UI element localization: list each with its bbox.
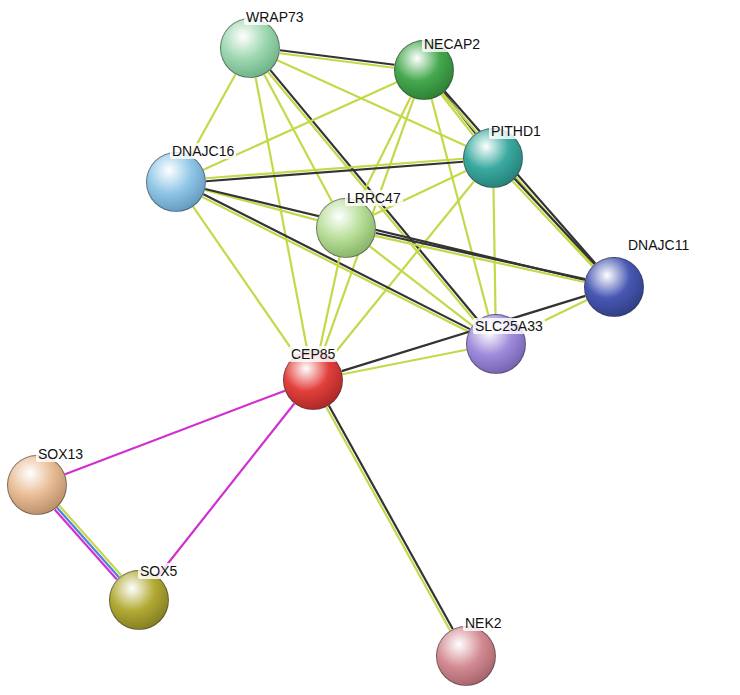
- interaction-edge: [512, 179, 594, 266]
- protein-node: CEP85: [283, 350, 343, 410]
- node-label: NEK2: [463, 615, 504, 631]
- interaction-edge: [342, 350, 466, 374]
- interaction-edge: [202, 194, 470, 332]
- evidence-line: [326, 407, 450, 631]
- interaction-edge: [342, 296, 586, 371]
- node-label: DNAJC11: [626, 237, 691, 253]
- evidence-line: [203, 194, 469, 329]
- node-label: SLC25A33: [473, 318, 545, 334]
- interaction-edge: [205, 190, 317, 220]
- interaction-edge: [370, 246, 473, 325]
- evidence-line: [319, 257, 339, 350]
- evidence-line: [512, 181, 592, 266]
- node-label: SOX5: [138, 563, 179, 579]
- node-label: SOX13: [36, 446, 85, 462]
- evidence-line: [342, 296, 586, 371]
- evidence-line: [280, 50, 394, 64]
- protein-node: PITHD1: [463, 128, 523, 188]
- protein-node: SLC25A33: [466, 314, 526, 374]
- interaction-edge: [359, 97, 410, 201]
- interaction-edge: [319, 257, 339, 350]
- evidence-line: [342, 350, 466, 374]
- node-label: CEP85: [289, 346, 337, 362]
- protein-node: NEK2: [436, 626, 496, 686]
- protein-node: LRRC47: [316, 198, 376, 258]
- evidence-line: [206, 162, 463, 181]
- evidence-line: [515, 179, 595, 264]
- evidence-line: [370, 246, 473, 325]
- evidence-line: [441, 95, 473, 136]
- evidence-line: [268, 72, 476, 322]
- protein-node: SOX5: [109, 570, 169, 630]
- evidence-line: [329, 406, 453, 630]
- node-label: NECAP2: [422, 36, 482, 52]
- evidence-line: [280, 53, 394, 67]
- protein-node: DNAJC11: [584, 257, 644, 317]
- interaction-edge: [493, 188, 495, 314]
- node-label: WRAP73: [244, 9, 306, 25]
- evidence-line: [193, 207, 296, 356]
- evidence-line: [57, 507, 119, 577]
- protein-node: DNAJC16: [146, 152, 206, 212]
- protein-node: SOX13: [7, 455, 67, 515]
- interaction-edge: [193, 207, 296, 356]
- interaction-edge: [443, 92, 596, 266]
- interaction-edge: [280, 50, 395, 67]
- evidence-line: [376, 233, 585, 279]
- protein-node: WRAP73: [220, 18, 280, 78]
- interaction-edge: [206, 159, 463, 181]
- node-label: PITHD1: [489, 123, 543, 139]
- evidence-line: [55, 509, 117, 579]
- evidence-line: [205, 190, 317, 220]
- interaction-edge: [326, 406, 453, 631]
- evidence-line: [65, 391, 285, 475]
- evidence-line: [270, 70, 478, 320]
- node-label: DNAJC16: [170, 143, 236, 159]
- node-label: LRRC47: [345, 190, 403, 206]
- evidence-line: [206, 159, 463, 178]
- evidence-line: [59, 505, 121, 575]
- interaction-edge: [65, 391, 285, 475]
- evidence-line: [493, 188, 495, 314]
- protein-node: NECAP2: [394, 40, 454, 100]
- interaction-edge: [158, 404, 295, 577]
- evidence-line: [158, 404, 295, 577]
- interaction-edge: [55, 505, 122, 579]
- evidence-line: [202, 197, 468, 332]
- evidence-line: [359, 97, 410, 201]
